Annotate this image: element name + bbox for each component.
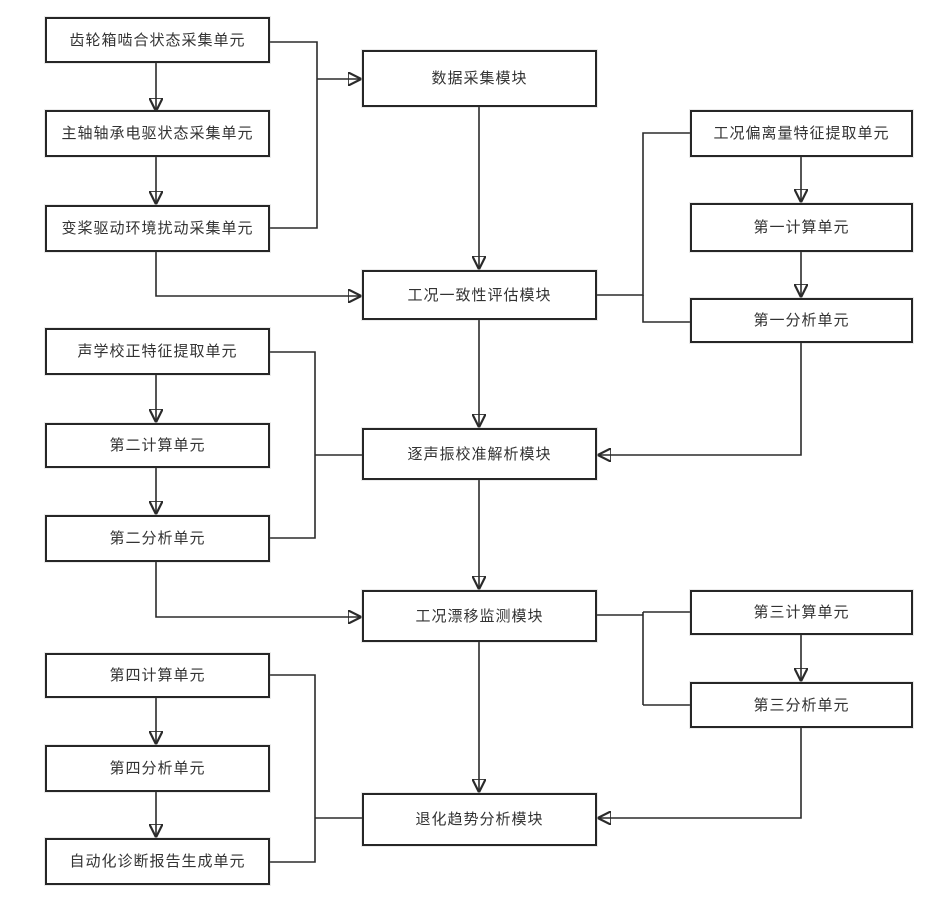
node-label: 工况一致性评估模块 [407, 285, 552, 304]
node-label: 数据采集模块 [431, 69, 528, 88]
node-gearbox-mesh-acquisition: 齿轮箱啮合状态采集单元 [45, 17, 270, 63]
node-label: 第一计算单元 [753, 218, 850, 237]
node-third-calc-unit: 第三计算单元 [690, 590, 913, 635]
node-first-calc-unit: 第一计算单元 [690, 203, 913, 252]
node-label: 变桨驱动环境扰动采集单元 [61, 219, 254, 238]
node-condition-consistency-module: 工况一致性评估模块 [362, 270, 597, 320]
node-auto-diagnosis-report-unit: 自动化诊断报告生成单元 [45, 838, 270, 885]
node-label: 第四计算单元 [109, 666, 206, 685]
node-degradation-trend-module: 退化趋势分析模块 [362, 793, 597, 846]
node-label: 退化趋势分析模块 [415, 810, 544, 829]
node-shaft-bearing-acquisition: 主轴轴承电驱状态采集单元 [45, 110, 270, 157]
node-condition-deviation-extract: 工况偏离量特征提取单元 [690, 110, 913, 157]
node-fourth-analysis-unit: 第四分析单元 [45, 745, 270, 792]
node-first-analysis-unit: 第一分析单元 [690, 298, 913, 343]
node-label: 自动化诊断报告生成单元 [69, 852, 246, 871]
node-label: 工况偏离量特征提取单元 [713, 124, 890, 143]
node-data-acquisition-module: 数据采集模块 [362, 50, 597, 107]
node-second-calc-unit: 第二计算单元 [45, 423, 270, 468]
node-label: 第三分析单元 [753, 695, 850, 714]
node-fourth-calc-unit: 第四计算单元 [45, 653, 270, 698]
node-label: 第四分析单元 [109, 759, 206, 778]
node-pitch-drive-acquisition: 变桨驱动环境扰动采集单元 [45, 205, 270, 252]
node-label: 声学校正特征提取单元 [77, 342, 238, 361]
node-label: 工况漂移监测模块 [415, 606, 544, 625]
node-label: 第二计算单元 [109, 436, 206, 455]
node-second-analysis-unit: 第二分析单元 [45, 515, 270, 562]
node-label: 主轴轴承电驱状态采集单元 [61, 124, 254, 143]
node-label: 第二分析单元 [109, 529, 206, 548]
node-label: 齿轮箱啮合状态采集单元 [69, 30, 246, 49]
node-acoustic-vibration-calibration-module: 逐声振校准解析模块 [362, 428, 597, 480]
node-label: 逐声振校准解析模块 [407, 444, 552, 463]
node-label: 第一分析单元 [753, 311, 850, 330]
node-third-analysis-unit: 第三分析单元 [690, 682, 913, 728]
node-label: 第三计算单元 [753, 603, 850, 622]
node-condition-drift-module: 工况漂移监测模块 [362, 590, 597, 642]
node-acoustic-correction-extract: 声学校正特征提取单元 [45, 328, 270, 375]
